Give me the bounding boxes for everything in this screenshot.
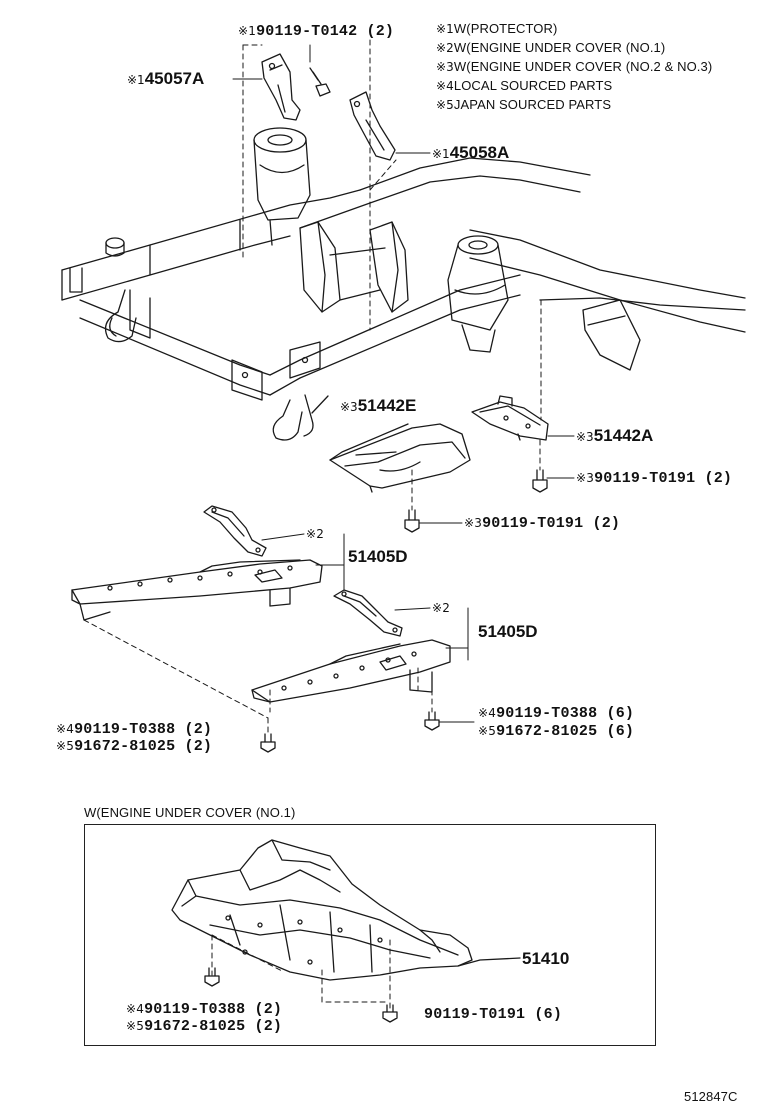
callout-part-number: 51405D [348,547,408,566]
callout-part-number: 45057A [144,69,205,88]
left-spring-tower [253,127,311,246]
callout-part-number: 51442A [593,426,654,445]
callout-inset-91672-81025: ※591672-81025 (2) [126,1019,282,1034]
bracket-upper-2 [333,589,403,637]
callout-part-number: 90119-T0388 (2) [74,721,213,738]
legend-text: LOCAL SOURCED PARTS [453,78,613,93]
callout-51405d-1: 51405D [348,548,408,565]
callout-mark: ※2 [432,601,451,615]
legend-mark: ※3 [436,60,454,74]
installation-lines [83,39,542,1009]
right-spring-tower [447,235,509,353]
callout-part-number: 91672-81025 (6) [496,723,635,740]
callout-mark: ※5 [126,1019,145,1033]
callout-90119-t0142: ※190119-T0142 (2) [238,24,394,39]
callout-45058a: ※145058A [432,144,509,161]
bracket-45057a [261,53,301,121]
leader-lines [232,44,575,723]
inset-title: W(ENGINE UNDER COVER (NO.1) [84,805,296,820]
bracket-45058a [349,91,396,161]
legend-mark: ※2 [436,41,454,55]
callout-51442a: ※351442A [576,427,653,444]
callout-part-number: 90119-T0191 (6) [424,1006,563,1023]
legend-item-3: ※3W(ENGINE UNDER COVER (NO.2 & NO.3) [436,60,712,73]
callout-part-number: 51405D [478,622,538,641]
callout-mark: ※4 [56,722,75,736]
engine-mount-brackets [299,221,409,313]
callout-part-number: 51442E [357,396,417,415]
inset-frame [84,824,656,1046]
legend-item-4: ※4LOCAL SOURCED PARTS [436,79,612,92]
legend-text: W(ENGINE UNDER COVER (NO.2 & NO.3) [453,59,713,74]
legend-mark: ※4 [436,79,454,93]
callout-bracket-mark-1: ※2 [306,527,324,542]
legend-text: JAPAN SOURCED PARTS [453,97,612,112]
callout-mark: ※1 [127,73,145,87]
callout-part-number: 45058A [449,143,510,162]
inset-bolt-right [382,1004,398,1023]
bracket-upper-1 [203,505,267,557]
legend-text: W(PROTECTOR) [453,21,558,36]
callout-mark: ※3 [576,471,595,485]
callout-90119-t0388-left: ※490119-T0388 (2) [56,722,212,737]
bolt-90119-t0191-center [404,509,420,533]
legend-item-1: ※1W(PROTECTOR) [436,22,557,35]
crossmember-51405d-1 [71,559,323,621]
callout-mark: ※1 [238,24,257,38]
right-tow-hook [272,394,314,441]
frame-right-rail [299,157,746,371]
callout-mark: ※4 [126,1002,145,1016]
bolt-90119-t0191-right [532,469,548,493]
legend-text: W(ENGINE UNDER COVER (NO.1) [453,40,666,55]
callout-part-number: 91672-81025 (2) [144,1018,283,1035]
callout-part-number: 90119-T0191 (2) [594,470,733,487]
callout-90119-t0191-center: ※390119-T0191 (2) [464,516,620,531]
callout-part-number: 51410 [522,949,570,968]
callout-mark: ※5 [478,724,497,738]
callout-51410: 51410 [522,950,569,967]
callout-mark: ※1 [432,147,450,161]
frame-cross-member [79,274,521,401]
callout-mark: ※3 [340,400,358,414]
callout-bracket-mark-2: ※2 [432,601,450,616]
callout-part-number: 90119-T0388 (2) [144,1001,283,1018]
legend-mark: ※1 [436,22,454,36]
crossmember-51405d-2 [251,639,451,703]
cover-51442a [471,395,549,441]
legend-mark: ※5 [436,98,454,112]
callout-mark: ※3 [464,516,483,530]
cover-51442e [311,395,471,493]
figure-code: 512847C [684,1089,738,1104]
under-cover-51410 [171,839,521,981]
callout-90119-t0191-right: ※390119-T0191 (2) [576,471,732,486]
inset-bolt-left [204,967,220,987]
callout-90119-t0388-right: ※490119-T0388 (6) [478,706,634,721]
callout-mark: ※5 [56,739,75,753]
callout-part-number: 90119-T0191 (2) [482,515,621,532]
callout-91672-81025-right: ※591672-81025 (6) [478,724,634,739]
callout-mark: ※3 [576,430,594,444]
callout-mark: ※4 [478,706,497,720]
callout-51442e: ※351442E [340,397,416,414]
bolt-90119-t0388-left [260,733,276,753]
callout-part-number: 90119-T0142 (2) [256,23,395,40]
callout-mark: ※2 [306,527,325,541]
callout-91672-81025-left: ※591672-81025 (2) [56,739,212,754]
legend-item-2: ※2W(ENGINE UNDER COVER (NO.1) [436,41,665,54]
callout-inset-90119-t0388: ※490119-T0388 (2) [126,1002,282,1017]
bolt-90119-t0142 [309,67,331,97]
callout-51405d-2: 51405D [478,623,538,640]
bolt-90119-t0388-right [424,711,440,731]
callout-inset-90119-t0191: 90119-T0191 (6) [424,1007,562,1022]
left-tow-hook [104,289,137,343]
callout-45057a: ※145057A [127,70,204,87]
callout-part-number: 91672-81025 (2) [74,738,213,755]
frame-left-rail [61,189,361,301]
legend-item-5: ※5JAPAN SOURCED PARTS [436,98,611,111]
callout-part-number: 90119-T0388 (6) [496,705,635,722]
